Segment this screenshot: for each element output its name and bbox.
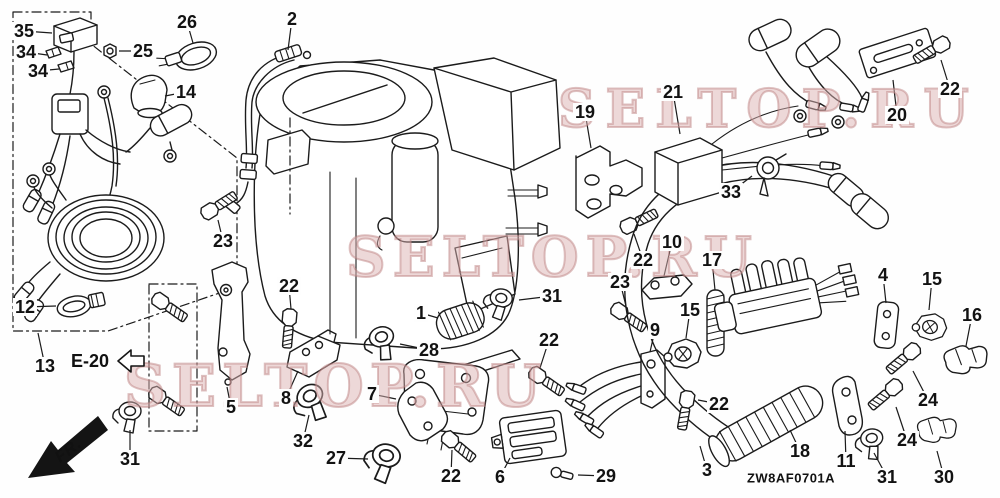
bracket-19: [575, 145, 643, 219]
part-callout-23: 23: [607, 272, 633, 292]
rectifier: [713, 257, 860, 335]
part-callout-26: 26: [174, 12, 200, 32]
part-callout-3: 3: [699, 460, 715, 480]
part-callout-27: 27: [323, 448, 349, 468]
part-callout-22: 22: [536, 330, 562, 350]
bracket-5: [211, 261, 251, 386]
part-callout-23: 23: [210, 231, 236, 251]
battery-cable-coil: [11, 162, 165, 324]
part-callout-22: 22: [438, 466, 464, 486]
watermark: SELTOP.RU: [557, 79, 979, 140]
part-callout-31: 31: [117, 449, 143, 469]
dashed-group-boxes: [12, 11, 238, 432]
watermark: SELTOP.RU: [345, 224, 759, 289]
part-callout-24: 24: [894, 430, 920, 450]
part-callout-7: 7: [364, 384, 380, 404]
throttle-cable: [221, 44, 312, 214]
tube-clamp-26: [156, 41, 218, 71]
part-callout-11: 11: [834, 451, 858, 471]
part-callout-5: 5: [223, 397, 239, 417]
diagram-code: ZW8AF0701A: [746, 470, 836, 486]
part-callout-4: 4: [875, 265, 891, 285]
part-callout-9: 9: [647, 320, 663, 340]
part-callout-2: 2: [284, 9, 300, 29]
part-callout-1: 1: [413, 303, 429, 323]
part-callout-17: 17: [699, 250, 725, 270]
part-callout-32: 32: [290, 431, 316, 451]
bracket-7: [397, 381, 449, 442]
part-callout-31: 31: [539, 286, 565, 306]
part-callout-35: 35: [11, 21, 37, 41]
part-callout-24: 24: [915, 390, 941, 410]
fr-arrow-icon: [28, 416, 108, 478]
watermark: SELTOP.RU: [123, 352, 547, 420]
part-callout-34: 34: [25, 61, 51, 81]
part-callout-19: 19: [572, 102, 598, 122]
ignition-coil-leads: [748, 18, 872, 129]
band-clamp-12: [56, 291, 106, 318]
fuse-case-6: [490, 409, 567, 465]
e20-arrow-icon: [117, 349, 145, 373]
corrugated-tube-18: [708, 385, 824, 468]
part-callout-21: 21: [660, 82, 686, 102]
part-callout-34: 34: [13, 42, 39, 62]
part-callout-10: 10: [659, 232, 685, 252]
part-callout-31: 31: [874, 467, 900, 487]
part-callout-15: 15: [919, 269, 945, 289]
part-callout-20: 20: [884, 105, 910, 125]
nut-25: [103, 43, 117, 59]
part-callout-28: 28: [416, 340, 442, 360]
e20-label: E-20: [71, 350, 110, 371]
part-callout-30: 30: [931, 467, 957, 487]
fuse-box-35: [53, 17, 98, 53]
screw-29: [550, 466, 574, 480]
spring-1: [435, 300, 485, 341]
part-callout-25: 25: [130, 41, 156, 61]
part-callout-14: 14: [173, 82, 199, 102]
part-callout-22: 22: [276, 276, 302, 296]
clamp-33: [756, 153, 787, 197]
e20-reference: E-20: [71, 345, 146, 377]
bracket-8: [286, 329, 341, 378]
plate-4: [873, 301, 900, 350]
part-callout-22: 22: [937, 79, 963, 99]
loop-connectors: [827, 172, 890, 230]
part-callout-22: 22: [706, 394, 732, 414]
part-callout-12: 12: [12, 297, 38, 317]
part-callout-15: 15: [677, 300, 703, 320]
breather-elbow-14: [130, 74, 168, 119]
bracket-20: [858, 27, 937, 79]
bracket-11: [831, 375, 864, 436]
part-callout-29: 29: [593, 466, 619, 486]
part-callout-18: 18: [787, 441, 813, 461]
part-callout-13: 13: [32, 356, 58, 376]
part-callout-16: 16: [959, 305, 985, 325]
part-callout-8: 8: [278, 388, 294, 408]
part-callout-22: 22: [630, 250, 656, 270]
bracket-10: [641, 274, 693, 300]
part-callout-6: 6: [492, 467, 508, 487]
part-callout-33: 33: [718, 182, 744, 202]
